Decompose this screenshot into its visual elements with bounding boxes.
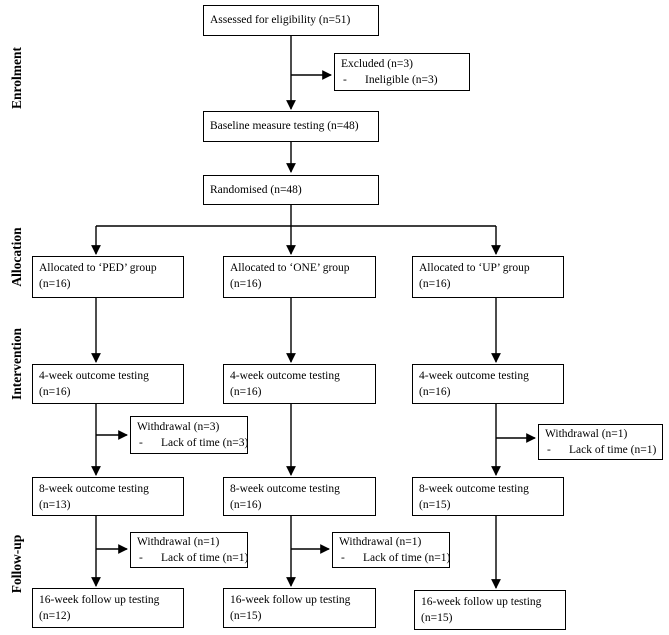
week4-up-n: (n=16) (419, 386, 451, 398)
week4-ped-n: (n=16) (39, 386, 71, 398)
assessed-text: Assessed for eligibility (n=51) (210, 14, 351, 26)
allocated-one-n: (n=16) (230, 278, 262, 290)
week8-one-text: 8-week outcome testing (230, 483, 340, 495)
week4-one-text: 4-week outcome testing (230, 370, 340, 382)
baseline-box: Baseline measure testing (n=48) (203, 111, 379, 142)
allocated-ped-n: (n=16) (39, 278, 71, 290)
stage-label-allocation: Allocation (9, 227, 24, 287)
week8-up-n: (n=15) (419, 499, 451, 511)
allocated-one-text: Allocated to ‘ONE’ group (230, 262, 350, 274)
week4-up-box: 4-week outcome testing (n=16) (412, 364, 564, 404)
excluded-dash: - (343, 74, 347, 86)
week4-ped-box: 4-week outcome testing (n=16) (32, 364, 184, 404)
allocated-up-text: Allocated to ‘UP’ group (419, 262, 530, 274)
randomised-text: Randomised (n=48) (210, 184, 302, 196)
withdrawal-ped-1-dash: - (139, 437, 143, 449)
baseline-text: Baseline measure testing (n=48) (210, 120, 359, 132)
week16-ped-n: (n=12) (39, 610, 71, 622)
withdrawal-up-1-dash: - (547, 444, 551, 456)
withdrawal-ped-2-reason-line: - Lack of time (n=1) (137, 550, 247, 566)
withdrawal-up-1-box: Withdrawal (n=1) - Lack of time (n=1) (538, 424, 663, 460)
week4-up-text: 4-week outcome testing (419, 370, 529, 382)
allocated-ped-box: Allocated to ‘PED’ group (n=16) (32, 256, 184, 298)
week16-ped-box: 16-week follow up testing (n=12) (32, 588, 184, 628)
withdrawal-ped-1-reason-line: - Lack of time (n=3) (137, 435, 247, 451)
week8-ped-box: 8-week outcome testing (n=13) (32, 477, 184, 516)
week16-up-n: (n=15) (421, 612, 453, 624)
withdrawal-up-1-reason: Lack of time (n=1) (569, 444, 657, 456)
withdrawal-one-2-box: Withdrawal (n=1) - Lack of time (n=1) (332, 532, 450, 568)
withdrawal-up-1-title: Withdrawal (n=1) (545, 428, 628, 440)
excluded-reason-line: - Ineligible (n=3) (341, 72, 469, 88)
allocated-up-box: Allocated to ‘UP’ group (n=16) (412, 256, 564, 298)
excluded-title: Excluded (n=3) (341, 58, 413, 70)
week8-one-n: (n=16) (230, 499, 262, 511)
withdrawal-ped-1-box: Withdrawal (n=3) - Lack of time (n=3) (130, 416, 248, 454)
withdrawal-ped-2-reason: Lack of time (n=1) (161, 552, 248, 564)
week16-ped-text: 16-week follow up testing (39, 594, 160, 606)
excluded-box: Excluded (n=3) - Ineligible (n=3) (334, 53, 470, 91)
week16-one-n: (n=15) (230, 610, 262, 622)
week16-one-text: 16-week follow up testing (230, 594, 351, 606)
randomised-box: Randomised (n=48) (203, 175, 379, 205)
week4-one-box: 4-week outcome testing (n=16) (223, 364, 376, 404)
week4-one-n: (n=16) (230, 386, 262, 398)
withdrawal-one-2-title: Withdrawal (n=1) (339, 536, 422, 548)
week8-one-box: 8-week outcome testing (n=16) (223, 477, 376, 516)
withdrawal-one-2-reason: Lack of time (n=1) (363, 552, 450, 564)
withdrawal-one-2-dash: - (341, 552, 345, 564)
stage-label-intervention: Intervention (9, 328, 24, 400)
week8-up-box: 8-week outcome testing (n=15) (412, 477, 564, 516)
allocated-one-box: Allocated to ‘ONE’ group (n=16) (223, 256, 376, 298)
assessed-box: Assessed for eligibility (n=51) (203, 5, 379, 36)
week16-up-text: 16-week follow up testing (421, 596, 542, 608)
withdrawal-up-1-reason-line: - Lack of time (n=1) (545, 442, 662, 458)
withdrawal-ped-2-dash: - (139, 552, 143, 564)
week16-up-box: 16-week follow up testing (n=15) (414, 590, 566, 630)
week8-ped-n: (n=13) (39, 499, 71, 511)
withdrawal-ped-2-title: Withdrawal (n=1) (137, 536, 220, 548)
week8-up-text: 8-week outcome testing (419, 483, 529, 495)
stage-label-enrolment: Enrolment (9, 47, 24, 110)
week4-ped-text: 4-week outcome testing (39, 370, 149, 382)
week16-one-box: 16-week follow up testing (n=15) (223, 588, 376, 628)
withdrawal-ped-1-title: Withdrawal (n=3) (137, 421, 220, 433)
excluded-reason: Ineligible (n=3) (365, 74, 438, 86)
allocated-ped-text: Allocated to ‘PED’ group (39, 262, 157, 274)
withdrawal-ped-2-box: Withdrawal (n=1) - Lack of time (n=1) (130, 532, 248, 568)
stage-label-follow-up: Follow-up (9, 534, 24, 594)
withdrawal-ped-1-reason: Lack of time (n=3) (161, 437, 248, 449)
week8-ped-text: 8-week outcome testing (39, 483, 149, 495)
allocated-up-n: (n=16) (419, 278, 451, 290)
withdrawal-one-2-reason-line: - Lack of time (n=1) (339, 550, 449, 566)
